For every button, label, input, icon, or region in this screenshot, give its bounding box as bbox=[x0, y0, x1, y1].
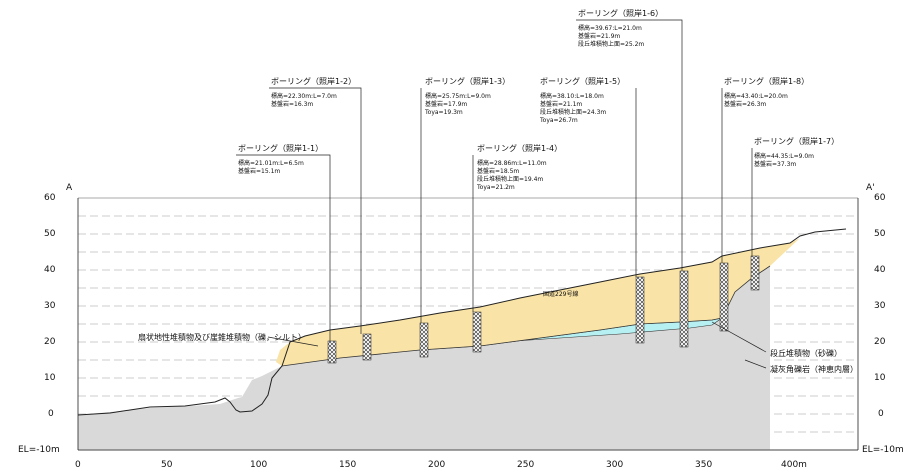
dist-label: 150 bbox=[339, 460, 356, 470]
borehole-column bbox=[362, 333, 372, 361]
borehole-line: 基盤岩=21.9m bbox=[578, 32, 620, 40]
dist-label: 50 bbox=[161, 460, 173, 470]
elev-label: 0 bbox=[48, 409, 54, 419]
elev-label: 10 bbox=[44, 373, 56, 383]
borehole-label-1-4: ボーリング（照岸1-4） 標高=28.86m:L=11.0m 基盤岩=18.5m… bbox=[476, 143, 562, 191]
terrace-deposit-leader bbox=[711, 321, 767, 353]
dist-label: 250 bbox=[517, 460, 534, 470]
el-bottom-label: EL=-10m bbox=[862, 445, 904, 455]
distance-labels: 0 50 100 150 200 250 300 350 400m bbox=[75, 460, 807, 470]
fan-deposit-leader bbox=[267, 336, 319, 347]
borehole-line: 基盤岩=26.3m bbox=[724, 100, 766, 108]
dist-label: 350 bbox=[695, 460, 712, 470]
borehole-line: Toya=21.2m bbox=[476, 184, 515, 191]
borehole-line: 標高=21.01m:L=6.5m bbox=[238, 159, 304, 167]
tuff-breccia-label: 凝灰角礫岩（神恵内層） bbox=[770, 364, 858, 374]
elev-label: 40 bbox=[874, 265, 886, 275]
borehole-line: 標高=44.35:L=9.0m bbox=[754, 152, 814, 160]
leader-line bbox=[269, 87, 362, 334]
borehole-line: Toya=26.7m bbox=[539, 117, 578, 124]
borehole-line: 標高=28.86m:L=11.0m bbox=[477, 159, 547, 167]
borehole-label-1-7: ボーリング（照岸1-7） 標高=44.35:L=9.0m 基盤岩=37.3m bbox=[754, 136, 839, 168]
left-elevation-labels: 60 50 40 30 20 10 0 EL=-10m bbox=[18, 193, 60, 455]
el-bottom-label: EL=-10m bbox=[18, 445, 60, 455]
leader-line bbox=[236, 154, 331, 341]
elev-label: 30 bbox=[44, 301, 56, 311]
borehole-line: 標高=25.75m:L=9.0m bbox=[425, 92, 491, 100]
borehole-line: 基盤岩=17.9m bbox=[425, 100, 467, 108]
borehole-column bbox=[635, 276, 645, 344]
borehole-column bbox=[750, 255, 760, 291]
borehole-column bbox=[472, 311, 482, 353]
borehole-line: 段丘堆積物上面=25.2m bbox=[578, 40, 644, 48]
borehole-line: 基盤岩=16.3m bbox=[271, 100, 313, 108]
section-start-label: A bbox=[66, 183, 73, 193]
borehole-title: ボーリング（照岸1-4） bbox=[477, 143, 562, 153]
borehole-label-1-2: ボーリング（照岸1-2） 標高=22.30m:L=7.0m 基盤岩=16.3m bbox=[271, 76, 356, 108]
elev-label: 50 bbox=[874, 229, 886, 239]
borehole-line: 基盤岩=37.3m bbox=[754, 160, 796, 168]
borehole-line: 標高=43.40:L=20.0m bbox=[724, 92, 788, 100]
leader-line bbox=[576, 19, 683, 271]
borehole-line: 標高=38.10:L=18.0m bbox=[540, 92, 604, 100]
ground-surface bbox=[77, 228, 847, 416]
borehole-line: 標高=22.30m:L=7.0m bbox=[271, 92, 337, 100]
borehole-column bbox=[327, 340, 337, 364]
borehole-line: 基盤岩=18.5m bbox=[477, 167, 519, 175]
fan-deposit-label: 扇状地性堆積物及び崖錐堆積物（礫，シルト） bbox=[138, 332, 306, 342]
borehole-line: 標高=39.67:L=21.0m bbox=[578, 24, 642, 32]
borehole-title: ボーリング（照岸1-2） bbox=[271, 76, 356, 86]
borehole-column bbox=[719, 262, 729, 332]
borehole-title: ボーリング（照岸1-5） bbox=[540, 76, 625, 86]
borehole-line: 段丘堆積物上面=19.4m bbox=[477, 175, 543, 183]
elev-label: 60 bbox=[44, 193, 56, 203]
elev-label: 0 bbox=[878, 409, 884, 419]
borehole-column bbox=[679, 270, 689, 348]
borehole-title: ボーリング（照岸1-3） bbox=[425, 76, 510, 86]
borehole-label-1-3: ボーリング（照岸1-3） 標高=25.75m:L=9.0m 基盤岩=17.9m … bbox=[424, 76, 510, 116]
dist-label: 300 bbox=[606, 460, 623, 470]
borehole-line: 段丘堆積物上面=24.3m bbox=[540, 108, 606, 116]
bedrock-layer bbox=[78, 266, 770, 450]
elev-label: 40 bbox=[44, 265, 56, 275]
borehole-label-1-6: ボーリング（照岸1-6） 標高=39.67:L=21.0m 基盤岩=21.9m … bbox=[578, 8, 663, 48]
borehole-column bbox=[419, 322, 429, 358]
elev-label: 50 bbox=[44, 229, 56, 239]
leader-lines bbox=[236, 19, 753, 341]
elev-label: 20 bbox=[44, 337, 56, 347]
borehole-line: Toya=19.3m bbox=[424, 109, 463, 116]
borehole-title: ボーリング（照岸1-6） bbox=[578, 8, 663, 18]
borehole-label-1-8: ボーリング（照岸1-8） 標高=43.40:L=20.0m 基盤岩=26.3m bbox=[724, 76, 809, 108]
borehole-line: 基盤岩=21.1m bbox=[540, 100, 582, 108]
terrace-deposit-label: 段丘堆積物（砂礫） bbox=[770, 348, 842, 358]
borehole-label-1-5: ボーリング（照岸1-5） 標高=38.10:L=18.0m 基盤岩=21.1m … bbox=[539, 76, 625, 124]
section-end-label: A' bbox=[866, 183, 875, 193]
elev-label: 20 bbox=[874, 337, 886, 347]
dist-label: 400m bbox=[781, 460, 807, 470]
borehole-label-1-1: ボーリング（照岸1-1） 標高=21.01m:L=6.5m 基盤岩=15.1m bbox=[238, 143, 323, 175]
road-label: 国道229号線 bbox=[543, 290, 578, 298]
borehole-line: 基盤岩=15.1m bbox=[238, 167, 280, 175]
elev-label: 60 bbox=[874, 193, 886, 203]
borehole-columns bbox=[327, 255, 760, 364]
dist-label: 0 bbox=[75, 460, 81, 470]
dist-label: 100 bbox=[250, 460, 267, 470]
elev-label: 10 bbox=[874, 373, 886, 383]
borehole-title: ボーリング（照岸1-7） bbox=[754, 136, 839, 146]
dist-label: 200 bbox=[428, 460, 445, 470]
elev-label: 30 bbox=[874, 301, 886, 311]
tuff-breccia-leader bbox=[744, 359, 767, 369]
right-elevation-labels: 60 50 40 30 20 10 0 EL=-10m bbox=[862, 193, 904, 455]
borehole-title: ボーリング（照岸1-8） bbox=[724, 76, 809, 86]
borehole-title: ボーリング（照岸1-1） bbox=[238, 143, 323, 153]
